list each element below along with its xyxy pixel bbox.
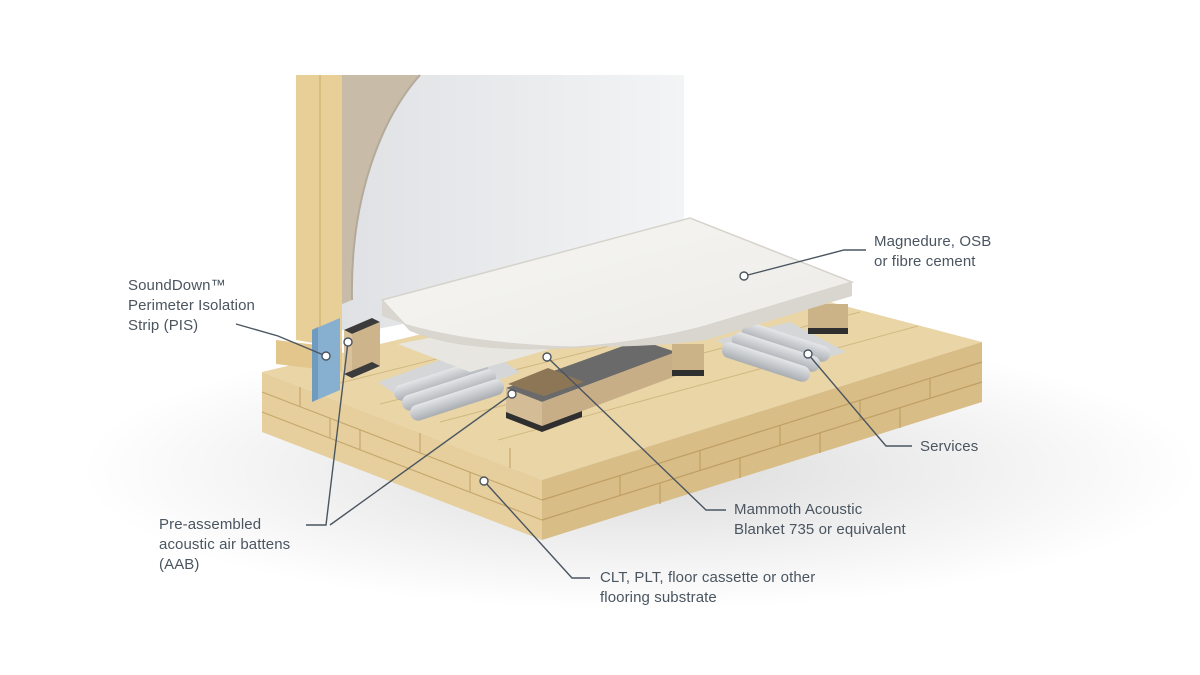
wall-insulation: [340, 75, 420, 305]
callout-mammoth: Mammoth Acoustic Blanket 735 or equivale…: [734, 500, 906, 540]
callout-sounddown-line-3: Strip (PIS): [128, 317, 199, 334]
marker-aab-1: [343, 337, 353, 347]
marker-aab-2: [507, 389, 517, 399]
marker-magnedure: [739, 271, 749, 281]
clt-layer-lines-front: [261, 387, 543, 521]
callout-clt-line-2: flooring substrate: [600, 589, 717, 606]
callout-sounddown: SoundDown™ Perimeter Isolation Strip (PI…: [128, 276, 255, 336]
clt-slab-front-face: [262, 372, 542, 540]
batten-front: [506, 340, 676, 432]
timber-stud: [296, 75, 342, 348]
callout-magnedure-line-2: or fibre cement: [874, 253, 976, 270]
callout-clt: CLT, PLT, floor cassette or other floori…: [600, 568, 815, 608]
leader-sounddown: [235, 323, 327, 357]
batten-post-mid: [672, 344, 704, 374]
leader-aab-1: [306, 341, 349, 526]
leader-services: [807, 353, 912, 447]
callout-services: Services: [920, 437, 978, 457]
leader-magnedure: [743, 249, 866, 277]
callout-services-line-1: Services: [920, 438, 979, 455]
leader-clt: [483, 480, 590, 579]
callout-aab-line-1: Pre-assembled: [159, 516, 262, 533]
callout-aab-line-2: acoustic air battens: [159, 536, 291, 553]
leader-aab-2: [329, 393, 513, 526]
callout-magnedure: Magnedure, OSB or fibre cement: [874, 232, 991, 272]
callout-aab-line-3: (AAB): [159, 556, 200, 573]
deck-board-edge: [382, 282, 852, 349]
marker-clt: [479, 476, 489, 486]
wall-cutaway-edge: [350, 74, 421, 301]
callout-clt-line-1: CLT, PLT, floor cassette or other: [600, 569, 816, 586]
callout-mammoth-line-1: Mammoth Acoustic: [734, 501, 863, 518]
batten-post-right: [808, 304, 848, 332]
callout-aab: Pre-assembled acoustic air battens (AAB): [159, 515, 290, 575]
callout-sounddown-line-1: SoundDown™: [128, 277, 226, 294]
callout-mammoth-line-2: Blanket 735 or equivalent: [734, 521, 906, 538]
leader-mammoth: [546, 356, 726, 511]
clt-slab-right-face: [542, 342, 982, 540]
marker-services: [803, 349, 813, 359]
marker-mammoth: [542, 352, 552, 362]
clt-layer-lines-right: [541, 361, 983, 521]
callout-magnedure-line-1: Magnedure, OSB: [874, 233, 992, 250]
marker-sounddown: [321, 351, 331, 361]
callout-sounddown-line-2: Perimeter Isolation: [128, 297, 255, 314]
